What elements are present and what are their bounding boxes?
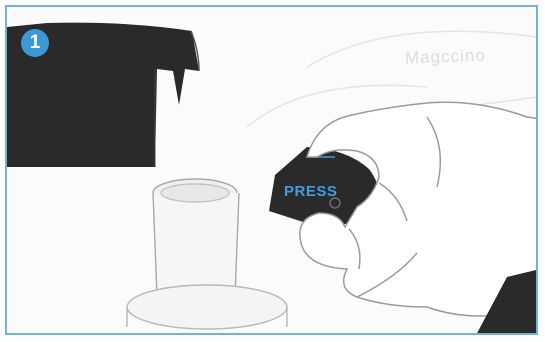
press-label: PRESS [284, 183, 337, 200]
base-plate [127, 285, 287, 329]
step-number-badge: 1 [21, 29, 49, 57]
background-brand-text: Magccino [405, 46, 486, 69]
illustration-frame: Magccino 1 PRESS [5, 5, 538, 335]
